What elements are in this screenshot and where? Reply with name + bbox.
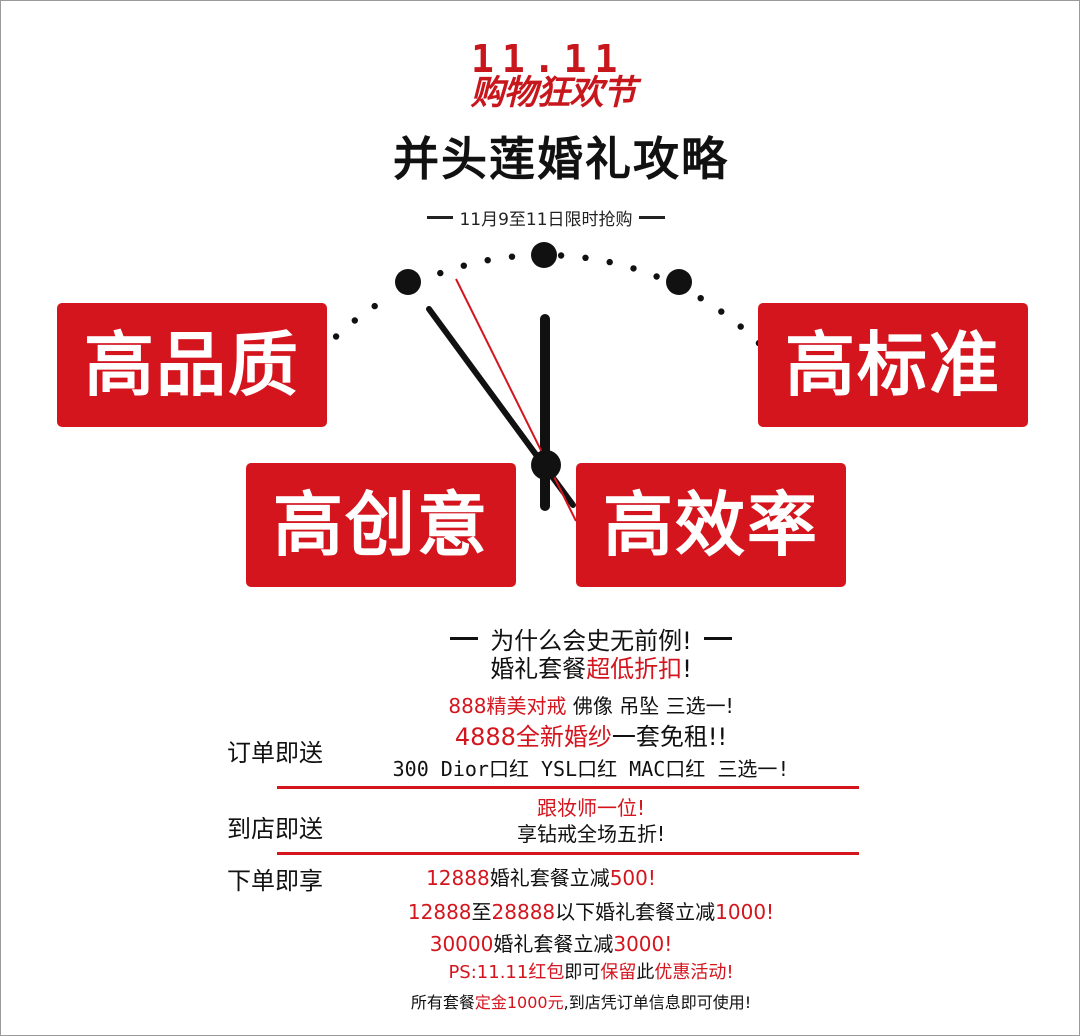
- logo-text: 购物狂欢节: [470, 73, 637, 113]
- clock-dot: [697, 295, 704, 302]
- clock-dot-left: [395, 269, 421, 295]
- clock-dot: [606, 258, 613, 266]
- discount-suffix: !: [682, 655, 692, 683]
- store-line-1: 跟妆师一位!: [536, 796, 646, 820]
- ps-line: PS:11.11红包即可保留此优惠活动!: [331, 959, 851, 987]
- feature-quality: 高品质: [57, 303, 327, 427]
- clock-dot: [653, 273, 660, 280]
- clock-dot-right: [666, 269, 692, 295]
- date-text: 11月9至11日限时抢购: [459, 209, 633, 230]
- order-line-3-c: 3000!: [613, 932, 673, 956]
- clock-dots: [299, 252, 779, 376]
- gift-line-1-rest: 佛像 吊坠 三选一!: [566, 694, 734, 718]
- gift-line-2-highlight: 4888全新婚纱: [454, 723, 612, 751]
- why-heading-text: 为什么会史无前例!: [490, 626, 692, 655]
- feature-efficiency: 高效率: [576, 463, 846, 587]
- clock-dot: [371, 302, 378, 310]
- clock-dot: [557, 252, 565, 259]
- order-line-2-e: 1000!: [715, 900, 775, 924]
- section-label-order: 下单即享: [227, 867, 323, 895]
- gift-line-2: 4888全新婚纱一套免租!!: [331, 721, 851, 753]
- order-line-1-b: 婚礼套餐立减: [489, 866, 610, 890]
- final-b: 定金1000元: [474, 993, 564, 1012]
- gift-line-1: 888精美对戒 佛像 吊坠 三选一!: [331, 691, 851, 721]
- order-line-2-d: 以下婚礼套餐立减: [555, 900, 716, 924]
- order-line-3: 30000婚礼套餐立减3000!: [331, 929, 771, 959]
- discount-line: 婚礼套餐超低折扣!: [361, 653, 821, 685]
- feature-standard: 高标准: [758, 303, 1028, 427]
- clock-dot: [332, 333, 340, 340]
- dash-left: [427, 215, 454, 219]
- ps-d: 此: [636, 962, 655, 983]
- clock-center: [531, 450, 561, 480]
- feature-creativity: 高创意: [246, 463, 516, 587]
- section-label-store: 到店即送: [227, 815, 323, 843]
- clock-second-hand: [455, 278, 577, 522]
- logo-number: 11.11: [471, 37, 626, 81]
- clock-dot: [484, 257, 491, 264]
- order-line-1: 12888婚礼套餐立减500!: [331, 863, 751, 893]
- gift-line-3: 300 Dior口红 YSL口红 MAC口红 三选一!: [392, 757, 790, 781]
- store-line-2: 享钻戒全场五折!: [516, 822, 666, 846]
- discount-highlight: 超低折扣: [586, 655, 683, 683]
- page-title: 并头莲婚礼攻略: [393, 132, 729, 186]
- clock-dot: [582, 254, 589, 261]
- order-line-2: 12888至28888以下婚礼套餐立减1000!: [331, 897, 851, 927]
- section-label-gifts: 订单即送: [227, 739, 323, 767]
- dash-right: [638, 215, 665, 219]
- order-line-1-c: 500!: [609, 866, 656, 890]
- final-line: 所有套餐定金1000元,到店凭订单信息即可使用!: [331, 989, 831, 1017]
- ps-b: 即可: [564, 962, 601, 983]
- ps-e: 优惠活动!: [654, 962, 734, 983]
- ps-c: 保留: [600, 962, 637, 983]
- gift-line-2-rest: 一套免租!!: [611, 723, 728, 751]
- final-a: 所有套餐: [410, 993, 475, 1012]
- clock-dot: [718, 308, 725, 315]
- clock-dot: [351, 317, 358, 324]
- clock-dot: [737, 323, 744, 330]
- clock-dot-top: [531, 242, 557, 268]
- order-line-3-a: 30000: [429, 932, 494, 956]
- clock-dot: [460, 262, 467, 269]
- gift-line-1-highlight: 888精美对戒: [448, 694, 567, 718]
- divider-1: [277, 786, 859, 789]
- ps-a: PS:11.11红包: [448, 962, 565, 983]
- order-line-2-c: 28888: [491, 900, 556, 924]
- discount-prefix: 婚礼套餐: [490, 655, 587, 683]
- order-line-3-b: 婚礼套餐立减: [493, 932, 614, 956]
- clock-dot: [508, 253, 516, 260]
- order-line-2-a: 12888: [407, 900, 472, 924]
- order-line-2-b: 至: [471, 900, 492, 924]
- final-c: ,到店凭订单信息即可使用!: [563, 993, 752, 1012]
- date-line: 11月9至11日限时抢购: [401, 203, 691, 231]
- why-dash-left: [450, 636, 479, 640]
- divider-2: [277, 852, 859, 855]
- order-line-1-a: 12888: [426, 866, 490, 890]
- clock-dot: [630, 265, 637, 272]
- why-heading: 为什么会史无前例!: [411, 621, 771, 655]
- why-dash-right: [703, 636, 732, 640]
- clock-dot: [437, 269, 444, 277]
